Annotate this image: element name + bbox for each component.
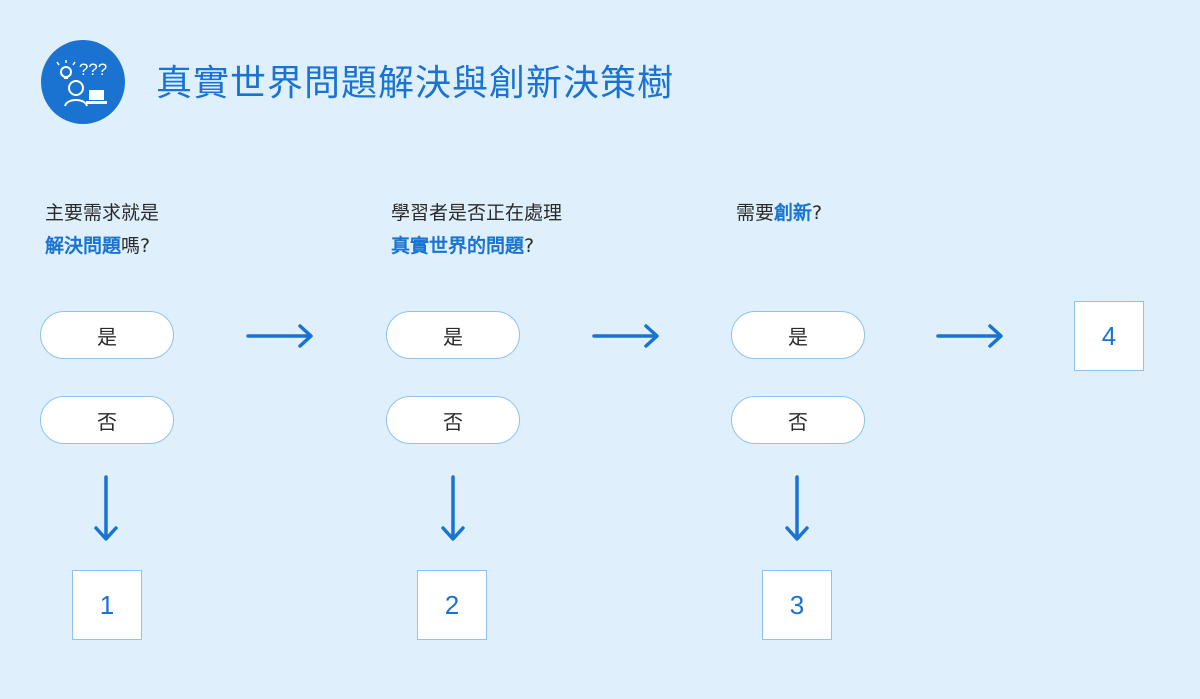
question-1: 主要需求就是 解決問題嗎? (45, 197, 159, 263)
question-2-suffix: ? (524, 235, 535, 257)
arrow-right-icon (246, 324, 313, 348)
arrow-down-icon (94, 475, 118, 541)
question-3: 需要創新? (736, 197, 822, 230)
question-1-line2: 解決問題嗎? (45, 230, 159, 263)
arrow-right-icon (936, 324, 1003, 348)
question-1-suffix: 嗎? (121, 235, 151, 257)
arrow-down-icon (441, 475, 465, 541)
question-3-prefix: 需要 (736, 202, 775, 224)
question-3-highlight: 創新 (774, 202, 813, 224)
question-1-highlight: 解決問題 (45, 235, 122, 257)
page-title: 真實世界問題解決與創新決策樹 (156, 63, 675, 104)
outcome-box-3: 3 (762, 570, 832, 640)
svg-text:???: ??? (79, 60, 107, 79)
no-button-1[interactable]: 否 (40, 396, 174, 444)
question-3-line1: 需要創新? (736, 197, 822, 230)
yes-button-1[interactable]: 是 (40, 311, 174, 359)
arrow-down-icon (785, 475, 809, 541)
question-3-suffix: ? (812, 202, 823, 224)
outcome-box-1: 1 (72, 570, 142, 640)
arrow-right-icon (592, 324, 659, 348)
problem-solving-person-icon: ??? (56, 60, 107, 107)
question-2: 學習者是否正在處理 真實世界的問題? (391, 197, 562, 263)
no-button-3[interactable]: 否 (731, 396, 865, 444)
yes-button-3[interactable]: 是 (731, 311, 865, 359)
question-2-line1: 學習者是否正在處理 (391, 202, 563, 224)
outcome-box-2: 2 (417, 570, 487, 640)
question-2-highlight: 真實世界的問題 (391, 235, 525, 257)
logo-icon: ??? (41, 40, 125, 124)
yes-button-2[interactable]: 是 (386, 311, 520, 359)
outcome-box-4: 4 (1074, 301, 1144, 371)
question-2-line2: 真實世界的問題? (391, 230, 562, 263)
no-button-2[interactable]: 否 (386, 396, 520, 444)
question-1-line1: 主要需求就是 (45, 202, 160, 224)
